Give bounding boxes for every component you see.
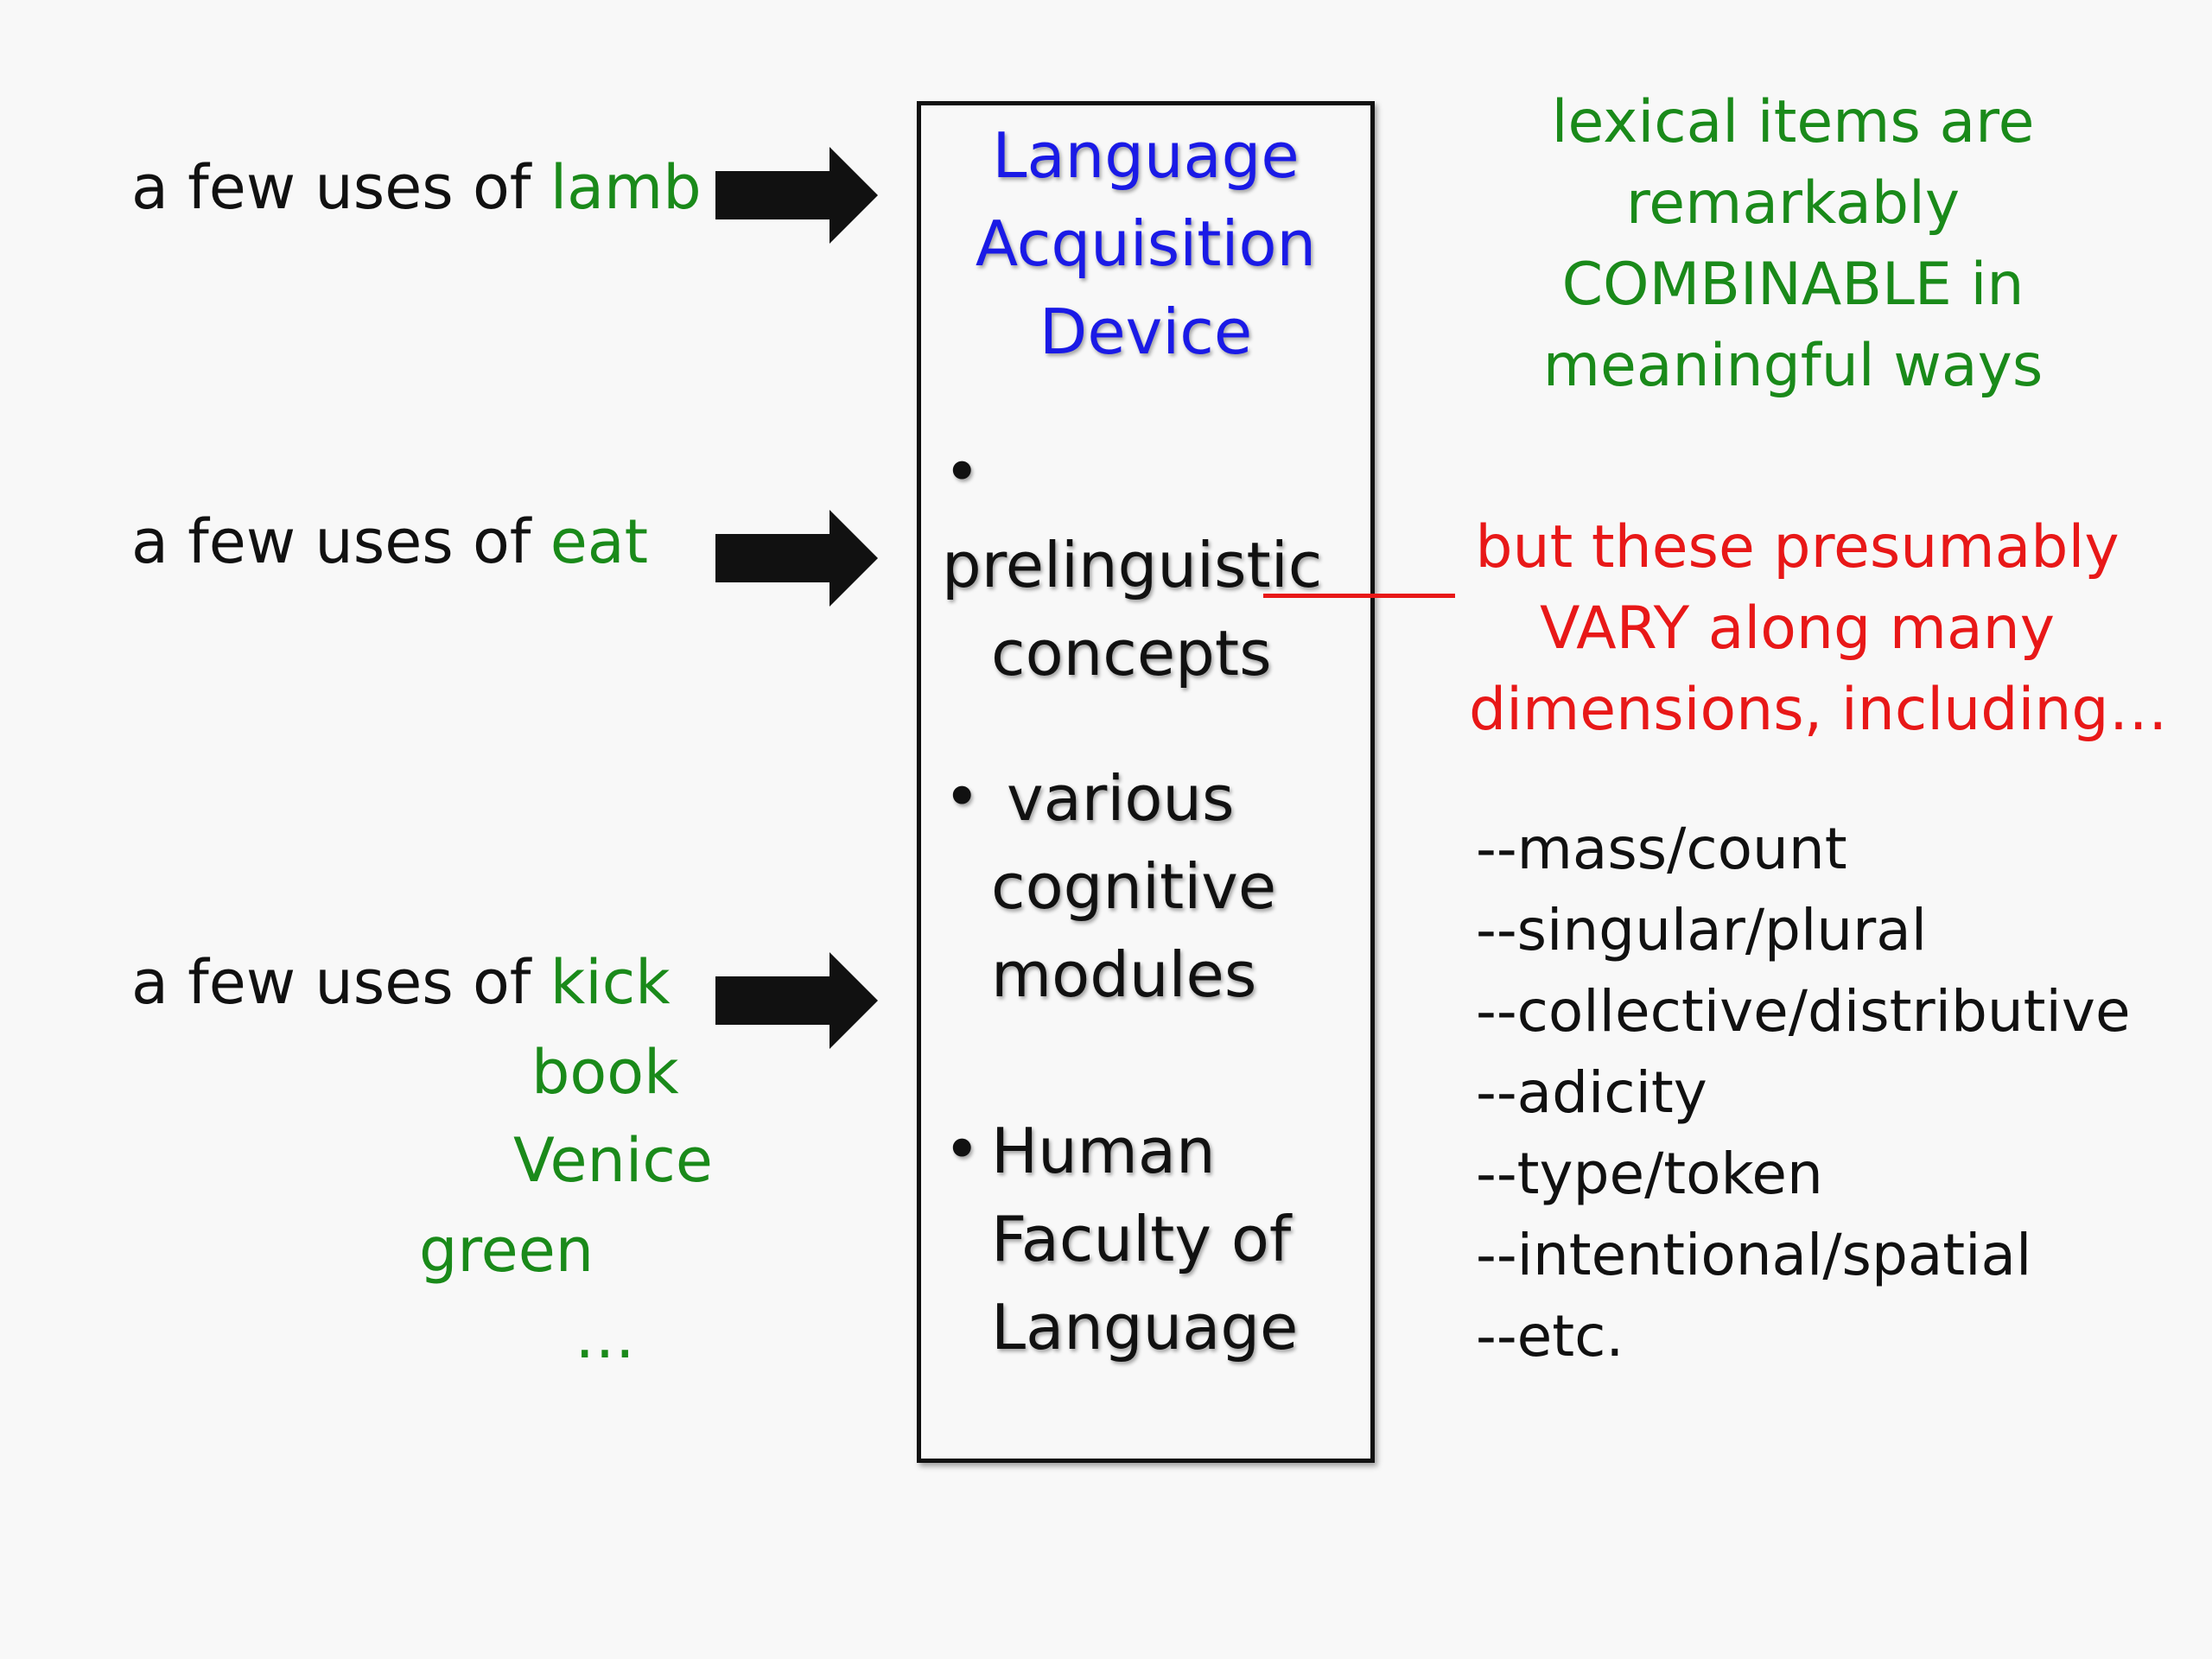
word-book: book: [531, 1037, 679, 1108]
bullet-dot: •: [944, 435, 981, 508]
dimension-item: --type/token: [1476, 1141, 1823, 1207]
language-acquisition-device-box: [917, 101, 1375, 1463]
arrow-right-icon: [715, 147, 878, 244]
vary-line-1: but these presumably: [1475, 513, 2120, 582]
combinable-line-4: meaningful ways: [1542, 332, 2044, 400]
dimension-item: --mass/count: [1476, 816, 1847, 882]
combinable-line-2: remarkably: [1625, 169, 1961, 238]
box-title-line-1: Language: [992, 119, 1300, 192]
word-lamb: lamb: [550, 152, 702, 223]
word-venice: Venice: [513, 1125, 713, 1196]
bullet3-line-3: Language: [991, 1291, 1299, 1363]
lamb-prefix: a few uses of: [131, 152, 550, 223]
dimension-item: --collective/distributive: [1476, 978, 2131, 1045]
combinable-line-3: COMBINABLE in: [1561, 251, 2024, 319]
word-kick: kick: [550, 947, 671, 1018]
bullet3-line-2: Faculty of: [991, 1203, 1292, 1275]
connector-line: [1263, 594, 1455, 598]
kick-line: a few uses of kick: [131, 952, 671, 1013]
bullet-dot: •: [944, 760, 981, 833]
bullet2-line-3: modules: [991, 938, 1257, 1011]
vary-line-2: VARY along many: [1539, 594, 2056, 663]
dimension-item: --singular/plural: [1476, 897, 1928, 963]
word-eat: eat: [550, 506, 649, 577]
dimension-item: --etc.: [1476, 1303, 1624, 1370]
bullet3-line-1: Human: [991, 1115, 1216, 1187]
bullet1-line-2: concepts: [991, 617, 1272, 690]
lamb-line: a few uses of lamb: [131, 157, 702, 218]
arrow-right-icon: [715, 510, 878, 607]
word-ellipsis: …: [575, 1301, 635, 1372]
bullet2-line-1: various: [1007, 762, 1235, 835]
box-title-line-3: Device: [1039, 296, 1253, 368]
kick-prefix: a few uses of: [131, 947, 550, 1018]
box-title-line-2: Acquisition: [975, 207, 1317, 280]
bullet1-line-1: prelinguistic: [942, 529, 1323, 601]
combinable-line-1: lexical items are: [1551, 88, 2035, 156]
dimension-item: --adicity: [1476, 1059, 1707, 1126]
word-green: green: [419, 1215, 594, 1286]
eat-line: a few uses of eat: [131, 512, 648, 572]
eat-prefix: a few uses of: [131, 506, 550, 577]
dimension-item: --intentional/spatial: [1476, 1222, 2032, 1288]
vary-line-3: dimensions, including…: [1469, 676, 2168, 744]
bullet2-line-2: cognitive: [991, 850, 1277, 923]
bullet-dot: •: [944, 1113, 981, 1185]
arrow-right-icon: [715, 952, 878, 1049]
